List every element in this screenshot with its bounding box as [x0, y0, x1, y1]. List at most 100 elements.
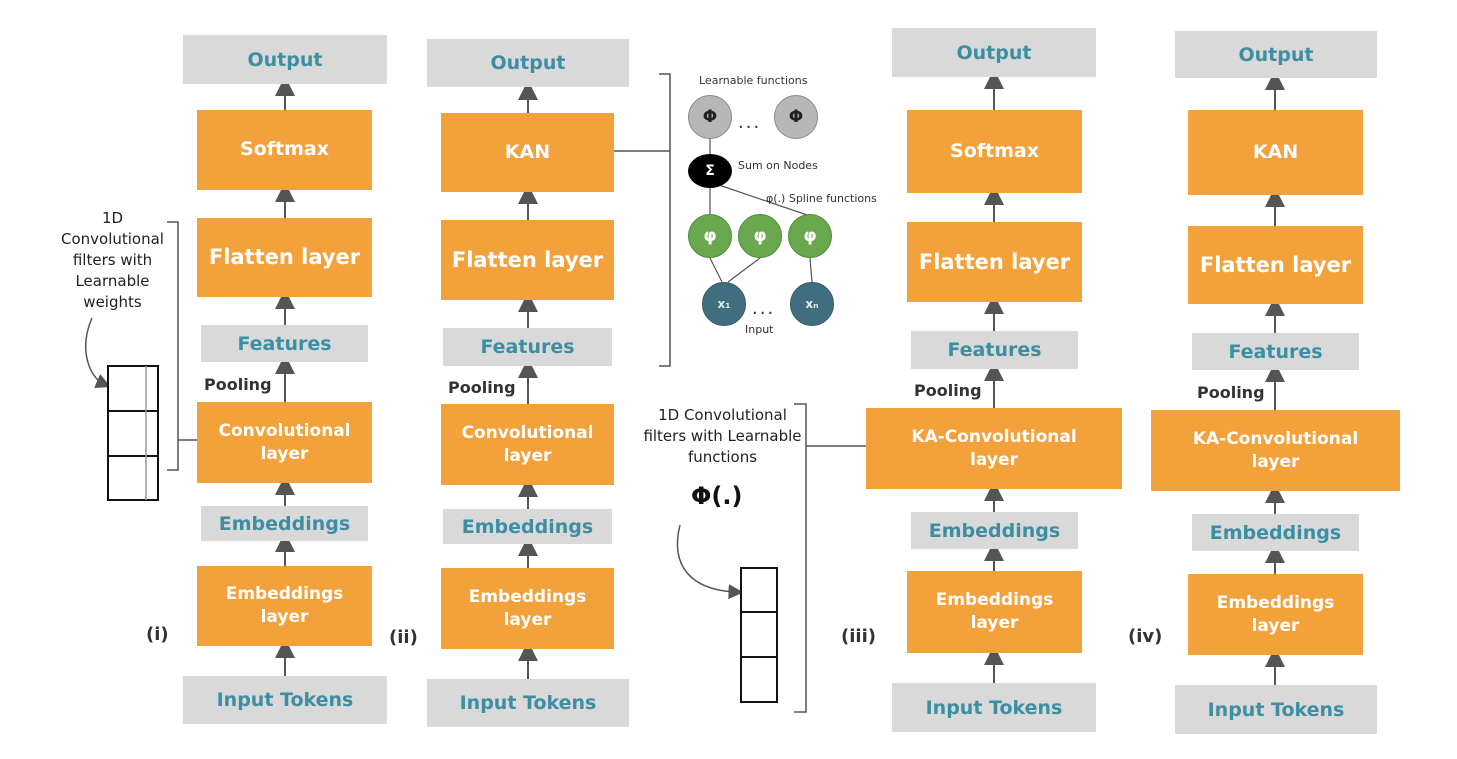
- embeddings-box: Embeddings: [911, 512, 1078, 549]
- conv-label: KA-Convolutional layer: [1192, 428, 1359, 472]
- softmax-box: Softmax: [197, 110, 372, 190]
- head-label: KAN: [1252, 140, 1299, 163]
- features-label: Features: [480, 336, 575, 358]
- emb-layer-label: Embeddings layer: [468, 586, 587, 630]
- dots: ...: [738, 112, 762, 133]
- spline-node: φ: [788, 214, 832, 258]
- input-tokens-box: Input Tokens: [183, 676, 387, 724]
- features-box: Features: [443, 328, 612, 366]
- conv-label: Convolutional layer: [461, 422, 594, 466]
- spline-label: φ(.) Spline functions: [766, 192, 877, 205]
- input-tokens-box: Input Tokens: [1175, 685, 1377, 734]
- input-node-x1: x₁: [702, 282, 746, 326]
- features-label: Features: [947, 339, 1042, 361]
- output-label: Output: [1238, 43, 1314, 66]
- input-node-xn: xₙ: [790, 282, 834, 326]
- emb-layer-label: Embeddings layer: [1216, 592, 1335, 636]
- marker-iv: (iv): [1128, 626, 1163, 647]
- phi-symbol: Φ: [788, 107, 804, 127]
- head-label: KAN: [504, 140, 551, 163]
- features-label: Features: [1228, 340, 1323, 363]
- pooling-label: Pooling: [1197, 383, 1265, 402]
- embeddings-layer-box: Embeddings layer: [1188, 574, 1363, 655]
- input-label: Input Tokens: [1207, 698, 1345, 721]
- embeddings-layer-box: Embeddings layer: [907, 571, 1082, 653]
- inset-input-label: Input: [745, 323, 774, 336]
- conv-layer-box: Convolutional layer: [441, 404, 614, 485]
- output-box: Output: [427, 39, 629, 87]
- input-label: Input Tokens: [459, 692, 597, 714]
- embeddings-box: Embeddings: [201, 506, 368, 541]
- pooling-label: Pooling: [914, 381, 982, 400]
- output-box: Output: [183, 35, 387, 84]
- flatten-layer-box: Flatten layer: [197, 218, 372, 297]
- features-box: Features: [911, 331, 1078, 369]
- input-label: Input Tokens: [216, 689, 354, 711]
- phi-node: Φ: [774, 95, 818, 139]
- spline-node: φ: [738, 214, 782, 258]
- input-label: Input Tokens: [925, 696, 1063, 719]
- filter-grid-functions: [740, 567, 778, 703]
- filter-grid-weights: [107, 365, 159, 501]
- flatten-layer-box: Flatten layer: [907, 222, 1082, 302]
- marker-i: (i): [146, 624, 169, 645]
- features-box: Features: [1192, 333, 1359, 370]
- flatten-label: Flatten layer: [208, 245, 361, 270]
- output-box: Output: [1175, 31, 1377, 78]
- spline-node: φ: [688, 214, 732, 258]
- embeddings-box: Embeddings: [1192, 514, 1359, 551]
- learnable-functions-label: Learnable functions: [699, 74, 808, 87]
- marker-iii: (iii): [841, 626, 876, 647]
- filter-weights-note: 1D Convolutional filters with Learnable …: [61, 209, 164, 311]
- input-tokens-box: Input Tokens: [892, 683, 1096, 732]
- spline-symbol: φ: [753, 226, 767, 246]
- head-label: Softmax: [240, 138, 329, 161]
- embeddings-layer-box: Embeddings layer: [441, 568, 614, 649]
- ka-conv-layer-box: KA-Convolutional layer: [866, 408, 1122, 489]
- pooling-label: Pooling: [204, 375, 272, 394]
- flatten-layer-box: Flatten layer: [1188, 226, 1363, 304]
- softmax-box: Softmax: [907, 110, 1082, 193]
- embeddings-label: Embeddings: [461, 515, 594, 538]
- conv-layer-box: Convolutional layer: [197, 402, 372, 483]
- output-label: Output: [490, 52, 566, 74]
- head-label: Softmax: [950, 139, 1039, 162]
- spline-symbol: φ: [803, 226, 817, 246]
- dots: ...: [752, 298, 776, 319]
- conv-label: Convolutional layer: [218, 420, 351, 464]
- filter-functions-note: 1D Convolutional filters with Learnable …: [643, 406, 802, 466]
- conv-label: KA-Convolutional layer: [911, 426, 1077, 470]
- input-tokens-box: Input Tokens: [427, 679, 629, 727]
- spline-symbol: φ: [703, 226, 717, 246]
- ka-conv-layer-box: KA-Convolutional layer: [1151, 410, 1400, 491]
- xn-symbol: xₙ: [805, 297, 819, 311]
- embeddings-layer-box: Embeddings layer: [197, 566, 372, 646]
- marker-ii: (ii): [389, 627, 418, 648]
- output-label: Output: [247, 48, 323, 71]
- kan-box: KAN: [1188, 110, 1363, 195]
- flatten-layer-box: Flatten layer: [441, 220, 614, 300]
- flatten-label: Flatten layer: [918, 249, 1071, 274]
- sum-node: Σ: [688, 154, 732, 188]
- kan-box: KAN: [441, 113, 614, 192]
- emb-layer-label: Embeddings layer: [225, 584, 344, 627]
- embeddings-label: Embeddings: [1209, 521, 1342, 544]
- embeddings-label: Embeddings: [928, 519, 1061, 542]
- phi-function-label: Φ(.): [691, 482, 743, 510]
- emb-layer-label: Embeddings layer: [935, 590, 1054, 633]
- embeddings-label: Embeddings: [218, 512, 351, 535]
- phi-symbol: Φ: [702, 107, 718, 127]
- phi-node: Φ: [688, 95, 732, 139]
- features-box: Features: [201, 325, 368, 362]
- x1-symbol: x₁: [717, 297, 731, 311]
- output-label: Output: [956, 41, 1032, 64]
- features-label: Features: [237, 332, 332, 355]
- embeddings-box: Embeddings: [443, 509, 612, 544]
- flatten-label: Flatten layer: [451, 247, 604, 272]
- pooling-label: Pooling: [448, 378, 516, 397]
- sum-symbol: Σ: [705, 163, 715, 179]
- output-box: Output: [892, 28, 1096, 77]
- flatten-label: Flatten layer: [1199, 252, 1352, 277]
- sum-label: Sum on Nodes: [738, 159, 818, 172]
